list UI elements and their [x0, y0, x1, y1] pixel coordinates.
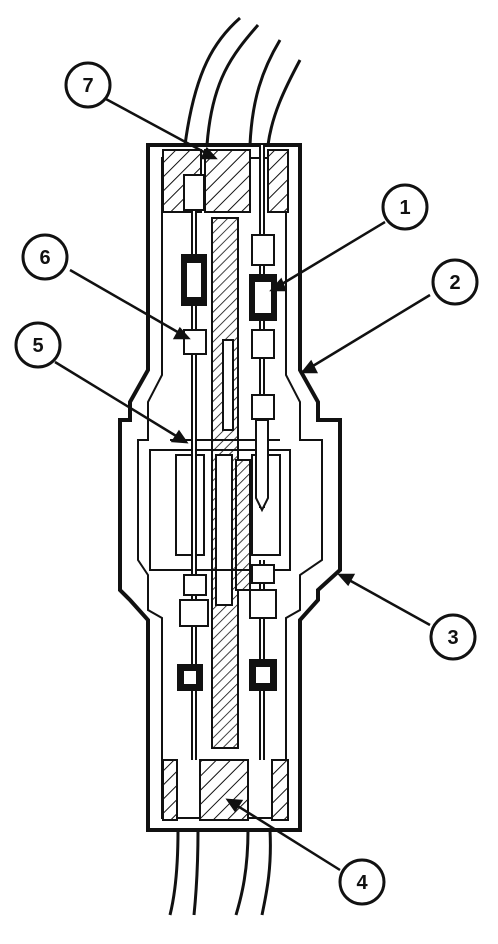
callout-5: 5: [14, 321, 62, 369]
center-divider: [211, 217, 251, 749]
callout-6: 6: [21, 233, 69, 281]
left-conductor: [177, 174, 209, 760]
callout-1-label: 1: [399, 197, 410, 219]
callout-4: 4: [338, 858, 386, 906]
callout-1: 1: [381, 183, 429, 231]
top-end-plug: [162, 149, 289, 213]
callout-2: 2: [431, 258, 479, 306]
callout-3: 3: [429, 613, 477, 661]
callout-7: 7: [64, 61, 112, 109]
callout-4-label: 4: [356, 872, 368, 894]
callout-3-label: 3: [447, 627, 458, 649]
callout-2-label: 2: [449, 272, 460, 294]
top-cables: [183, 16, 302, 146]
callout-5-label: 5: [32, 335, 43, 357]
bottom-end-plug: [162, 759, 289, 821]
leader-lines: [54, 96, 431, 872]
callout-7-label: 7: [82, 75, 93, 97]
right-conductor: [249, 145, 277, 760]
callout-6-label: 6: [39, 247, 50, 269]
bottom-cables: [168, 829, 272, 916]
